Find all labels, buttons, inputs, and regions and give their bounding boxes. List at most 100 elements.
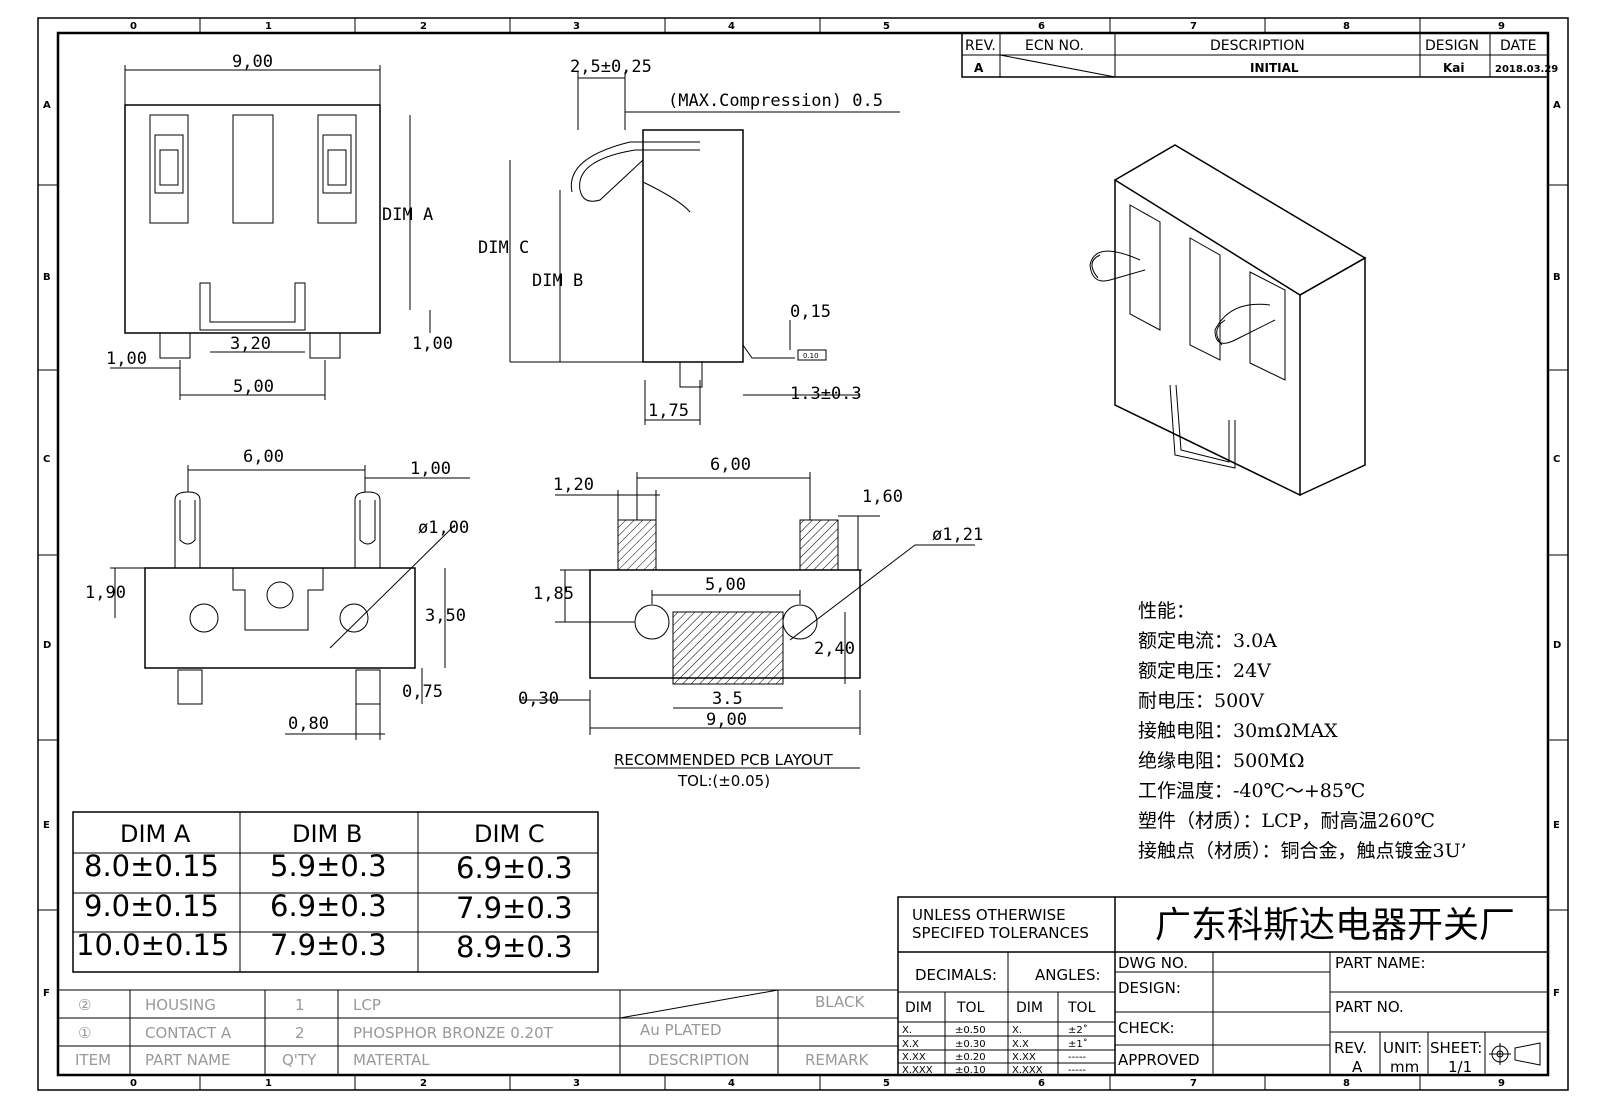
zone-row-d: D <box>43 640 51 651</box>
tb-dec-dim: X.XXX <box>902 1065 933 1076</box>
zone-col-3-bottom: 3 <box>573 1078 580 1089</box>
spec-line-8: 接触点（材质）：铜合金，触点镀金3U’ <box>1138 840 1467 862</box>
side-view: 0.10 2,5±0,25 (MAX.Compression) 0.5 DIM … <box>478 57 900 425</box>
isometric-view <box>1089 144 1367 497</box>
zone-row-f: F <box>43 988 50 999</box>
dim-front-d100: ø1,00 <box>418 518 469 538</box>
tb-dwg-no: DWG NO. <box>1118 954 1188 972</box>
date-header: DATE <box>1500 38 1536 54</box>
dim-table-cell: 9.0±0.15 <box>84 889 219 923</box>
tb-ang-dim: X. <box>1012 1025 1022 1036</box>
bom-part-name: CONTACT A <box>145 1024 232 1042</box>
dim-top-320: 3,20 <box>230 334 271 354</box>
tb-rev-val: A <box>1352 1058 1363 1076</box>
dim-front-600: 6,00 <box>243 447 284 467</box>
front-view: 6,00 1,00 ø1,00 1,90 3,50 0,75 0,80 <box>85 447 470 740</box>
tb-dec-tol: ±0.30 <box>955 1039 986 1050</box>
tb-decimals: DECIMALS: <box>915 966 997 984</box>
bom-material: LCP <box>353 996 381 1014</box>
zone-col-0: 0 <box>130 21 137 32</box>
rev-value: A <box>974 61 984 75</box>
dim-pcb-500: 5,00 <box>705 575 746 595</box>
spec-line-7: 塑件（材质）：LCP，耐高温260℃ <box>1138 810 1435 832</box>
zone-row-b: B <box>43 272 51 283</box>
zone-col-6: 6 <box>1038 21 1045 32</box>
tb-rev: REV. <box>1334 1039 1367 1057</box>
zone-col-1-bottom: 1 <box>265 1078 272 1089</box>
dim-side-015: 0,15 <box>790 302 831 322</box>
pcb-layout-view: 6,00 1,20 1,60 ø1,21 5,00 1,85 2,40 0,30… <box>518 455 983 790</box>
pcb-layout-title: RECOMMENDED PCB LAYOUT <box>614 751 834 769</box>
zone-row-d-right: D <box>1553 640 1561 651</box>
dim-table-header-a: DIM A <box>120 820 191 848</box>
top-view: 9,00 DIM A 1,00 3,20 1,00 5,00 <box>106 52 453 400</box>
spec-line-0: 性能： <box>1138 600 1195 622</box>
bom-description: Au PLATED <box>640 1021 722 1039</box>
dim-table: DIM A DIM B DIM C 8.0±0.15 5.9±0.3 6.9±0… <box>72 811 599 973</box>
dim-side-dimc: DIM C <box>478 238 529 258</box>
dim-top-500: 5,00 <box>233 377 274 397</box>
flatness-label: 0.10 <box>803 352 819 360</box>
bom-header-description: DESCRIPTION <box>648 1051 750 1069</box>
dim-front-350: 3,50 <box>425 606 466 626</box>
title-block: UNLESS OTHERWISE SPECIFED TOLERANCES DEC… <box>897 896 1549 1076</box>
tb-ang-tol: ----- <box>1068 1065 1086 1076</box>
dim-pcb-d121: ø1,21 <box>932 525 983 545</box>
dim-side-13: 1.3±0.3 <box>790 384 862 404</box>
zone-col-4-bottom: 4 <box>728 1078 735 1089</box>
dim-table-cell: 6.9±0.3 <box>270 889 387 923</box>
tb-part-name: PART NAME: <box>1335 954 1426 972</box>
zone-col-6-bottom: 6 <box>1038 1078 1045 1089</box>
tb-ang-tol: ±2˚ <box>1068 1024 1088 1036</box>
zone-col-7: 7 <box>1190 21 1197 32</box>
zone-col-5: 5 <box>883 21 890 32</box>
dim-table-cell: 7.9±0.3 <box>456 891 573 925</box>
tb-ang-dim: X.X <box>1012 1039 1029 1050</box>
zone-row-c: C <box>43 454 50 465</box>
dim-table-header-c: DIM C <box>474 820 545 848</box>
revision-table: REV. ECN NO. DESCRIPTION DESIGN DATE A I… <box>961 32 1558 78</box>
tb-unless: UNLESS OTHERWISE <box>912 906 1066 924</box>
tb-sheet: SHEET: <box>1430 1039 1482 1057</box>
dim-table-cell: 6.9±0.3 <box>456 851 573 885</box>
design-value: Kai <box>1443 61 1465 75</box>
dim-pcb-160: 1,60 <box>862 487 903 507</box>
tb-specifed: SPECIFED TOLERANCES <box>912 924 1089 942</box>
bom-material: PHOSPHOR BRONZE 0.20T <box>353 1024 554 1042</box>
dim-front-100: 1,00 <box>410 459 451 479</box>
bom-item: ② <box>78 996 91 1014</box>
ecn-header: ECN NO. <box>1025 38 1084 54</box>
zone-col-0-bottom: 0 <box>130 1078 137 1089</box>
zone-col-2: 2 <box>420 21 427 32</box>
zone-row-e: E <box>43 820 50 831</box>
zone-row-b-right: B <box>1553 272 1561 283</box>
tb-ang-dim: X.XXX <box>1012 1065 1043 1076</box>
zone-col-8-bottom: 8 <box>1343 1078 1350 1089</box>
bom-qty: 1 <box>295 996 305 1014</box>
tb-ang-dim: X.XX <box>1012 1052 1036 1063</box>
spec-line-4: 接触电阻：30mΩMAX <box>1138 720 1338 742</box>
bom-header-item: ITEM <box>75 1051 111 1069</box>
dim-side-175: 1,75 <box>648 401 689 421</box>
tb-part-no: PART NO. <box>1335 998 1404 1016</box>
tb-unit: UNIT: <box>1383 1039 1422 1057</box>
tb-unit-val: mm <box>1390 1058 1419 1076</box>
zone-ticks <box>38 18 1568 1090</box>
tb-check: CHECK: <box>1118 1019 1175 1037</box>
dim-pcb-030: 0,30 <box>518 689 559 709</box>
tb-dec-dim: X. <box>902 1025 912 1036</box>
dim-front-075: 0,75 <box>402 682 443 702</box>
bom-header-remark: REMARK <box>805 1051 870 1069</box>
description-value: INITIAL <box>1250 61 1299 75</box>
tb-ang-tol: ----- <box>1068 1052 1086 1063</box>
tb-dec-dim: X.XX <box>902 1052 926 1063</box>
zone-col-3: 3 <box>573 21 580 32</box>
tb-dec-tol: ±0.50 <box>955 1025 986 1036</box>
design-header: DESIGN <box>1425 38 1479 54</box>
bom-header-name: PART NAME <box>145 1051 231 1069</box>
dim-table-cell: 5.9±0.3 <box>270 849 387 883</box>
bom-header-qty: Q'TY <box>282 1051 317 1069</box>
zone-col-5-bottom: 5 <box>883 1078 890 1089</box>
spec-line-3: 耐电压：500V <box>1138 690 1264 712</box>
